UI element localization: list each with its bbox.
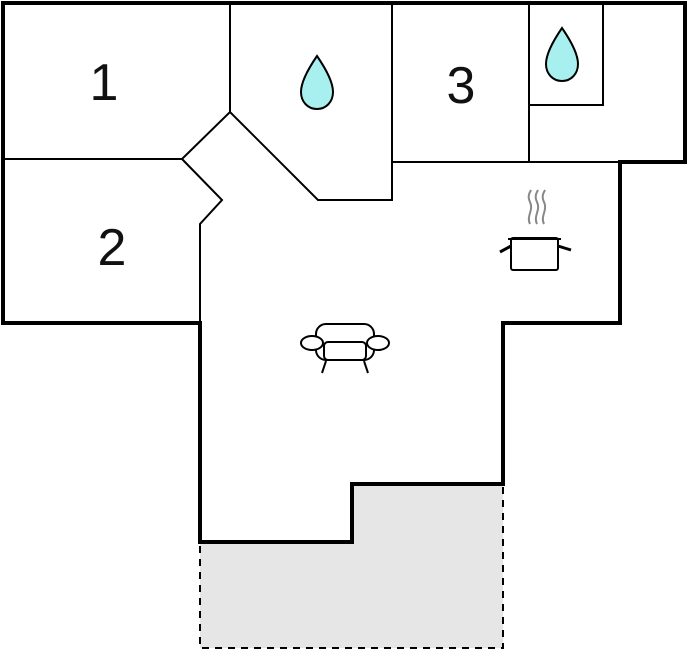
sofa-icon: [300, 323, 390, 374]
terrace-area: [199, 483, 504, 649]
outer-walls: [1, 1, 687, 544]
room-label-3: 3: [447, 57, 476, 115]
room-label-2: 2: [98, 219, 127, 277]
room-label-1: 1: [90, 54, 119, 112]
water-drop-icon: [544, 26, 580, 83]
water-drop-icon: [299, 54, 335, 111]
interior-walls: [3, 3, 620, 323]
cooking-pot-icon: [499, 189, 572, 271]
